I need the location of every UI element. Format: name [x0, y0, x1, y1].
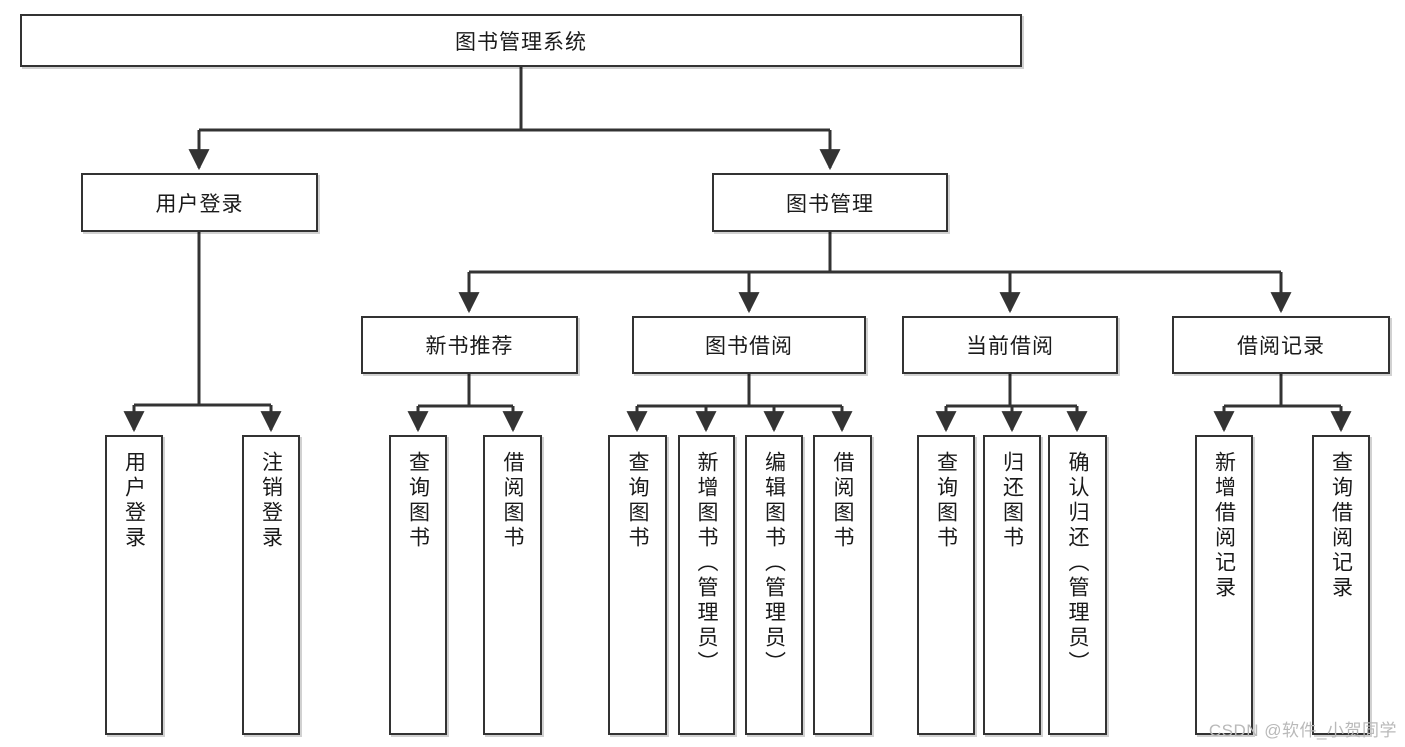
edge-group-borrow-record	[1213, 374, 1352, 433]
node-leaf-add-book[interactable]: 新增图书（管理员）	[678, 435, 735, 735]
node-leaf-edit-book[interactable]: 编辑图书（管理员）	[745, 435, 803, 735]
node-leaf-confirm-return[interactable]: 确认归还（管理员）	[1048, 435, 1107, 735]
node-leaf-borrow-book-2-label: 借阅图书	[831, 451, 854, 551]
node-leaf-query-record-label: 查询借阅记录	[1329, 451, 1353, 601]
node-new-book-recommend[interactable]: 新书推荐	[361, 316, 578, 374]
node-root-label: 图书管理系统	[455, 30, 587, 54]
node-book-management-label: 图书管理	[786, 192, 874, 216]
node-leaf-user-logout-label: 注销登录	[259, 451, 283, 551]
node-leaf-user-logout[interactable]: 注销登录	[242, 435, 300, 735]
node-leaf-return-book[interactable]: 归还图书	[983, 435, 1041, 735]
node-leaf-query-book-2-label: 查询图书	[626, 451, 649, 551]
node-book-borrow[interactable]: 图书借阅	[632, 316, 866, 374]
edge-group-user-login	[123, 232, 282, 433]
edge-group-current-borrow	[935, 374, 1088, 433]
edge-group-root	[188, 67, 841, 171]
node-leaf-query-book-2[interactable]: 查询图书	[608, 435, 667, 735]
node-leaf-return-book-label: 归还图书	[1000, 451, 1024, 551]
node-leaf-confirm-return-label: 确认归还（管理员）	[1066, 451, 1089, 676]
node-leaf-user-login[interactable]: 用户登录	[105, 435, 163, 735]
node-leaf-add-book-label: 新增图书（管理员）	[695, 451, 718, 676]
node-current-borrow-label: 当前借阅	[966, 335, 1054, 358]
watermark: CSDN @软件_小贺同学	[1208, 721, 1397, 740]
edge-group-book-borrow	[626, 374, 853, 433]
edge-group-book-management	[458, 232, 1292, 314]
node-borrow-record-label: 借阅记录	[1237, 335, 1325, 358]
node-leaf-edit-book-label: 编辑图书（管理员）	[762, 451, 786, 676]
node-book-borrow-label: 图书借阅	[705, 335, 793, 358]
node-new-book-recommend-label: 新书推荐	[425, 335, 514, 358]
node-leaf-query-book-3-label: 查询图书	[934, 451, 958, 551]
node-leaf-query-book-1-label: 查询图书	[406, 451, 430, 551]
node-leaf-query-record[interactable]: 查询借阅记录	[1312, 435, 1370, 735]
node-leaf-borrow-book-1[interactable]: 借阅图书	[483, 435, 542, 735]
node-leaf-borrow-book-2[interactable]: 借阅图书	[813, 435, 872, 735]
node-leaf-user-login-label: 用户登录	[122, 451, 146, 551]
edge-group-new-book-recommend	[407, 374, 524, 433]
node-leaf-query-book-3[interactable]: 查询图书	[917, 435, 975, 735]
node-root[interactable]: 图书管理系统	[20, 14, 1022, 67]
node-leaf-borrow-book-1-label: 借阅图书	[501, 451, 524, 551]
node-leaf-query-book-1[interactable]: 查询图书	[389, 435, 447, 735]
node-user-login-label: 用户登录	[155, 192, 244, 216]
node-user-login[interactable]: 用户登录	[81, 173, 318, 232]
node-current-borrow[interactable]: 当前借阅	[902, 316, 1118, 374]
node-leaf-add-record[interactable]: 新增借阅记录	[1195, 435, 1253, 735]
node-leaf-add-record-label: 新增借阅记录	[1212, 451, 1236, 601]
node-borrow-record[interactable]: 借阅记录	[1172, 316, 1390, 374]
node-book-management[interactable]: 图书管理	[712, 173, 948, 232]
